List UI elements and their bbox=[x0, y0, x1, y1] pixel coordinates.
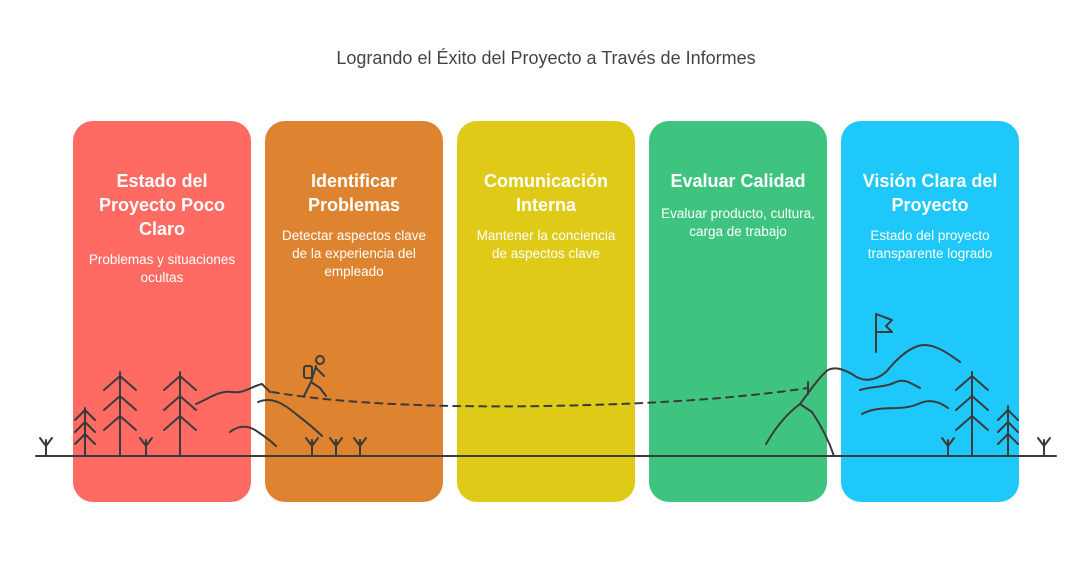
diagram-title: Logrando el Éxito del Proyecto a Través … bbox=[336, 48, 756, 68]
step-description: Evaluar producto, cultura, carga de trab… bbox=[661, 206, 815, 239]
step-heading: Evaluar Calidad bbox=[670, 171, 806, 191]
step-description: Problemas y situaciones ocultas bbox=[88, 252, 236, 285]
step-heading: Identificar Problemas bbox=[307, 171, 401, 215]
step-card-clear-vision: Visión Clara del Proyecto Estado del pro… bbox=[841, 121, 1019, 502]
step-heading: Estado del Proyecto Poco Claro bbox=[98, 171, 226, 239]
grass-tuft-icon bbox=[1037, 437, 1051, 457]
step-card-identify-problems: Identificar Problemas Detectar aspectos … bbox=[265, 121, 443, 502]
step-card-evaluate-quality: Evaluar Calidad Evaluar producto, cultur… bbox=[649, 121, 827, 502]
step-description: Detectar aspectos clave de la experienci… bbox=[281, 228, 427, 279]
step-card-unclear-status: Estado del Proyecto Poco Claro Problemas… bbox=[73, 121, 251, 502]
step-heading: Visión Clara del Proyecto bbox=[862, 171, 998, 215]
step-description: Estado del proyecto transparente logrado bbox=[867, 228, 993, 261]
step-card-internal-communication: Comunicación Interna Mantener la concien… bbox=[457, 121, 635, 502]
grass-tuft-icon bbox=[39, 437, 53, 457]
step-heading: Comunicación Interna bbox=[483, 171, 608, 215]
step-description: Mantener la conciencia de aspectos clave bbox=[476, 228, 616, 261]
